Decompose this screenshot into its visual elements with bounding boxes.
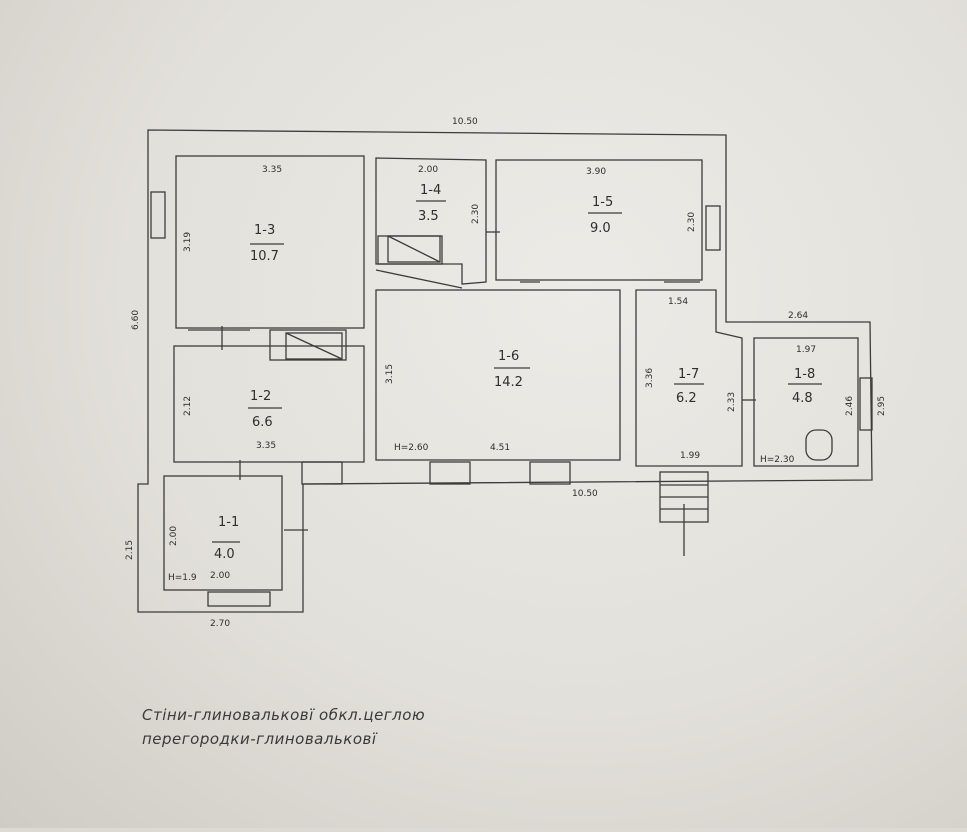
dim-1-7: 1.54	[668, 297, 688, 307]
dim-1-6: 4.51	[490, 443, 510, 453]
legend-line-2: перегородки-глиновальковї	[142, 730, 377, 748]
room-area-1-5: 9.0	[590, 221, 611, 236]
window	[150, 191, 166, 239]
room-id-1-7: 1-7	[678, 367, 699, 382]
stove-diagonal	[285, 332, 343, 360]
room-id-1-5: 1-5	[592, 195, 613, 210]
room-outline-1-3	[175, 155, 365, 329]
room-outline-1-7	[635, 289, 743, 467]
room-id-1-8: 1-8	[794, 367, 815, 382]
height-1-6: H=2.60	[394, 443, 429, 453]
stove-inner	[285, 332, 343, 360]
room-area-1-8: 4.8	[792, 391, 813, 406]
room-outline-1-6	[375, 289, 621, 461]
dim-1-1: 2.15	[125, 540, 135, 560]
dim-1-3: 3.19	[183, 232, 193, 252]
dim-overall-bottom: 10.50	[572, 489, 598, 499]
room-area-1-3: 10.7	[250, 249, 279, 264]
room-area-1-1: 4.0	[214, 547, 235, 562]
stove-inner	[387, 235, 441, 263]
window	[429, 461, 471, 485]
window	[207, 591, 271, 607]
dim-1-3: 3.35	[262, 165, 282, 175]
dim-1-4: 2.00	[418, 165, 438, 175]
dim-overall-left: 6.60	[131, 310, 141, 330]
room-area-1-7: 6.2	[676, 391, 697, 406]
room-outline-1-2	[173, 345, 365, 463]
dim-1-2: 3.35	[256, 441, 276, 451]
room-outline-1-8	[753, 337, 859, 467]
toilet	[805, 429, 833, 461]
dim-overall-top: 10.50	[452, 117, 478, 127]
room-id-1-4: 1-4	[420, 183, 441, 198]
dim-1-8: 2.95	[877, 396, 887, 416]
room-outline-1-1	[163, 475, 283, 591]
dim-1-2: 2.12	[183, 396, 193, 416]
dim-1-1: 2.00	[169, 526, 179, 546]
dim-1-6: 3.15	[385, 364, 395, 384]
height-1-1: H=1.9	[168, 573, 197, 583]
room-area-1-4: 3.5	[418, 209, 439, 224]
dim-1-7: 2.33	[727, 392, 737, 412]
stove-diagonal	[387, 235, 441, 263]
window	[529, 461, 571, 485]
room-id-1-6: 1-6	[498, 349, 519, 364]
dim-1-1: 2.00	[210, 571, 230, 581]
room-area-1-2: 6.6	[252, 415, 273, 430]
window	[859, 377, 873, 431]
dim-1-8: 2.46	[845, 396, 855, 416]
dim-1-7: 1.99	[680, 451, 700, 461]
height-1-8: H=2.30	[760, 455, 795, 465]
window	[301, 461, 343, 485]
dim-1-8: 1.97	[796, 345, 816, 355]
stove	[269, 329, 347, 361]
room-outline-1-5	[495, 159, 703, 281]
dim-1-4: 2.30	[471, 204, 481, 224]
room-id-1-2: 1-2	[250, 389, 271, 404]
dim-1-8: 2.64	[788, 311, 808, 321]
wall-line	[375, 269, 463, 289]
outer-wall	[137, 129, 873, 613]
dim-1-7: 3.36	[645, 368, 655, 388]
room-outline-1-4	[375, 157, 487, 285]
window	[705, 205, 721, 251]
legend-line-1: Стіни-глиновальковї обкл.цеглою	[142, 706, 426, 724]
dim-1-5: 2.30	[687, 212, 697, 232]
room-area-1-6: 14.2	[494, 375, 523, 390]
dim-1-1: 2.70	[210, 619, 230, 629]
room-id-1-1: 1-1	[218, 515, 239, 530]
dim-1-5: 3.90	[586, 167, 606, 177]
room-id-1-3: 1-3	[254, 223, 275, 238]
